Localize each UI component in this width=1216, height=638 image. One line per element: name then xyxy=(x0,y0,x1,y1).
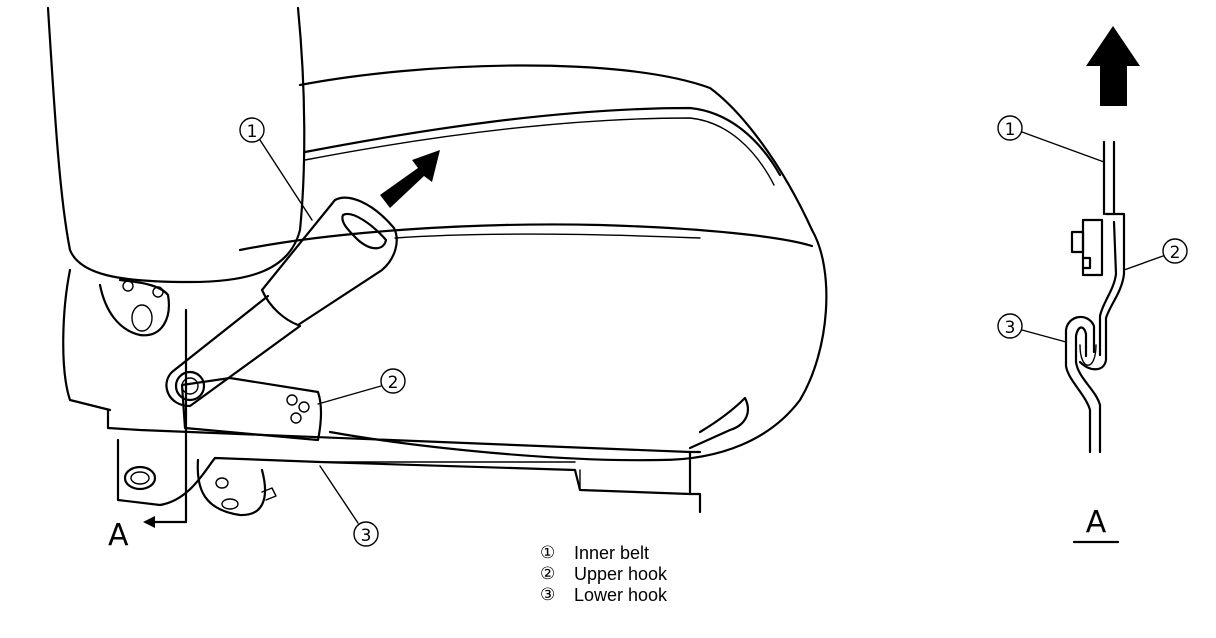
detail-callout-3: 3 xyxy=(997,313,1067,343)
svg-text:1: 1 xyxy=(1005,120,1016,140)
detail-inner-belt xyxy=(1102,140,1116,216)
svg-text:2: 2 xyxy=(1170,243,1181,263)
detail-view-title: A xyxy=(1072,505,1120,544)
callout-1: 1 xyxy=(239,117,313,221)
callout-2: 2 xyxy=(317,368,406,405)
pull-direction-arrow xyxy=(380,150,440,208)
legend-number: ① xyxy=(540,543,556,563)
seat-rail xyxy=(106,408,702,517)
svg-text:A: A xyxy=(1086,505,1107,540)
callout-3: 3 xyxy=(319,465,379,547)
seat-back xyxy=(46,6,306,284)
legend-number: ③ xyxy=(540,585,556,605)
svg-text:2: 2 xyxy=(388,373,399,393)
detail-up-arrow xyxy=(1086,26,1140,106)
upper-hook-bracket xyxy=(180,376,323,442)
svg-text:3: 3 xyxy=(1005,318,1016,338)
section-line-a xyxy=(143,308,188,528)
detail-upper-hook xyxy=(1070,212,1126,371)
svg-text:1: 1 xyxy=(247,122,258,142)
seat-cushion xyxy=(62,64,828,462)
legend-label: Lower hook xyxy=(574,585,668,605)
section-marker-a: A xyxy=(108,518,129,553)
legend-label: Inner belt xyxy=(574,543,650,563)
legend-item-inner-belt: ① Inner belt xyxy=(540,543,667,564)
svg-text:3: 3 xyxy=(361,526,372,546)
legend-item-lower-hook: ③ Lower hook xyxy=(540,585,667,606)
legend-number: ② xyxy=(540,564,556,584)
legend: ① Inner belt ② Upper hook ③ Lower hook xyxy=(540,543,667,606)
inner-belt-buckle xyxy=(165,196,398,408)
legend-item-upper-hook: ② Upper hook xyxy=(540,564,667,585)
detail-callout-1: 1 xyxy=(997,115,1105,163)
legend-label: Upper hook xyxy=(574,564,668,584)
detail-callout-2: 2 xyxy=(1123,238,1188,271)
detail-lower-hook xyxy=(1064,316,1102,454)
